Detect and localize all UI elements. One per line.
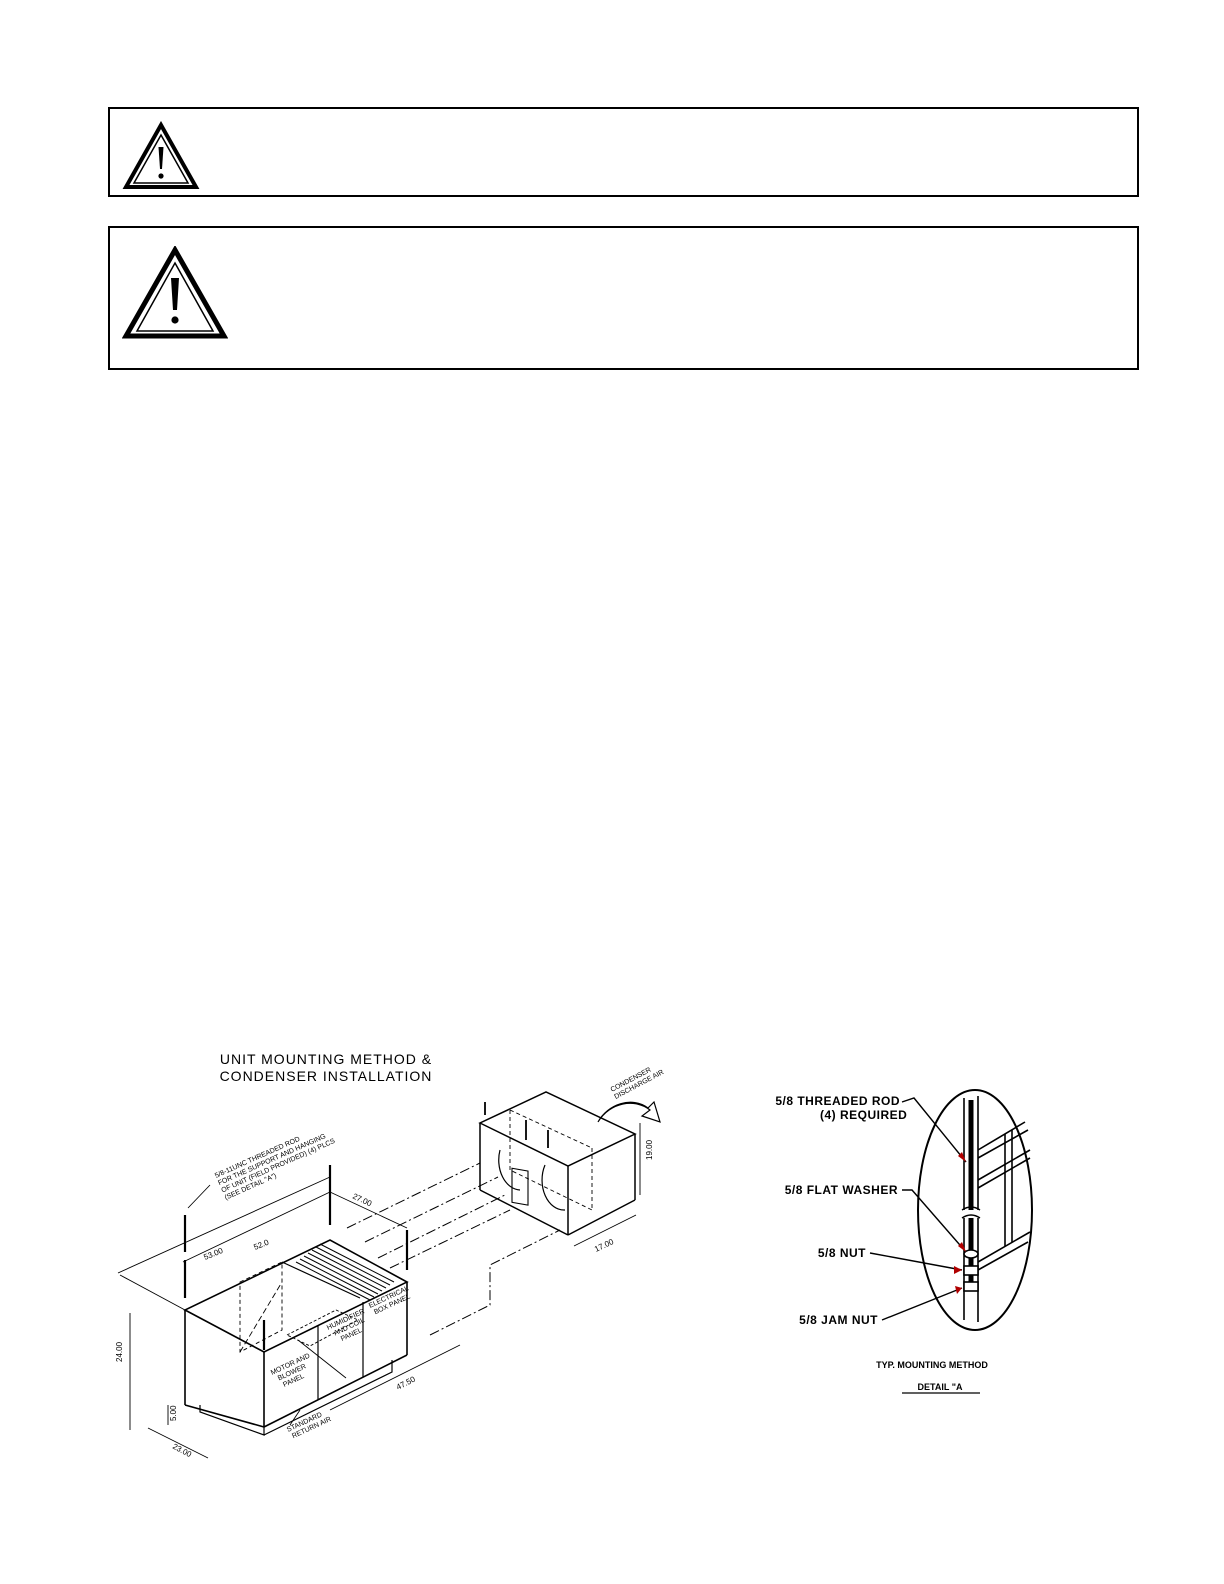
detail-jam-nut: 5/8 JAM NUT <box>799 1313 878 1327</box>
detail-required: (4) REQUIRED <box>820 1108 907 1122</box>
condenser-unit-drawing <box>478 1091 661 1247</box>
warning-box-1 <box>108 107 1139 197</box>
dim-24: 24.00 <box>115 1341 124 1362</box>
detail-nut: 5/8 NUT <box>818 1246 866 1260</box>
humidifier-panel-label: HUMIDIFIER AND COIL PANEL <box>326 1308 366 1343</box>
dim-47: 47.50 <box>395 1374 417 1391</box>
detail-label: DETAIL "A <box>918 1382 963 1392</box>
dim-19: 19.00 <box>645 1139 654 1160</box>
return-air-label: STANDARD RETURN AIR <box>286 1411 333 1440</box>
detail-a-drawing <box>869 1089 1033 1331</box>
connection-lines <box>346 1162 561 1336</box>
detail-threaded-rod: 5/8 THREADED ROD <box>775 1094 900 1108</box>
warning-box-2 <box>108 226 1139 370</box>
dim-53: 53.00 <box>202 1246 224 1262</box>
mounting-drawing-svg: UNIT MOUNTING METHOD & CONDENSER INSTALL… <box>115 1051 1033 1460</box>
warning-triangle-icon <box>122 121 200 189</box>
condenser-air-label: CONDENSER DISCHARGE AIR <box>610 1067 665 1101</box>
figure-title-line2: CONDENSER INSTALLATION <box>220 1068 433 1084</box>
detail-flat-washer: 5/8 FLAT WASHER <box>785 1183 898 1197</box>
detail-method: TYP. MOUNTING METHOD <box>876 1360 988 1370</box>
dim-17: 17.00 <box>593 1237 615 1254</box>
mounting-drawing: UNIT MOUNTING METHOD & CONDENSER INSTALL… <box>0 1030 1224 1550</box>
dim-27: 27.00 <box>351 1192 373 1209</box>
dim-5: 5.00 <box>169 1405 178 1421</box>
dim-23: 23.00 <box>171 1442 193 1460</box>
main-unit-drawing <box>117 1165 461 1459</box>
figure-title-line1: UNIT MOUNTING METHOD & <box>220 1051 432 1067</box>
rod-note: 5/8-11UNC THREADED ROD FOR THE SUPPORT A… <box>214 1133 337 1202</box>
warning-triangle-icon <box>122 246 228 339</box>
motor-panel-label: MOTOR AND BLOWER PANEL <box>270 1353 311 1389</box>
dim-52: 52.0 <box>252 1237 270 1251</box>
